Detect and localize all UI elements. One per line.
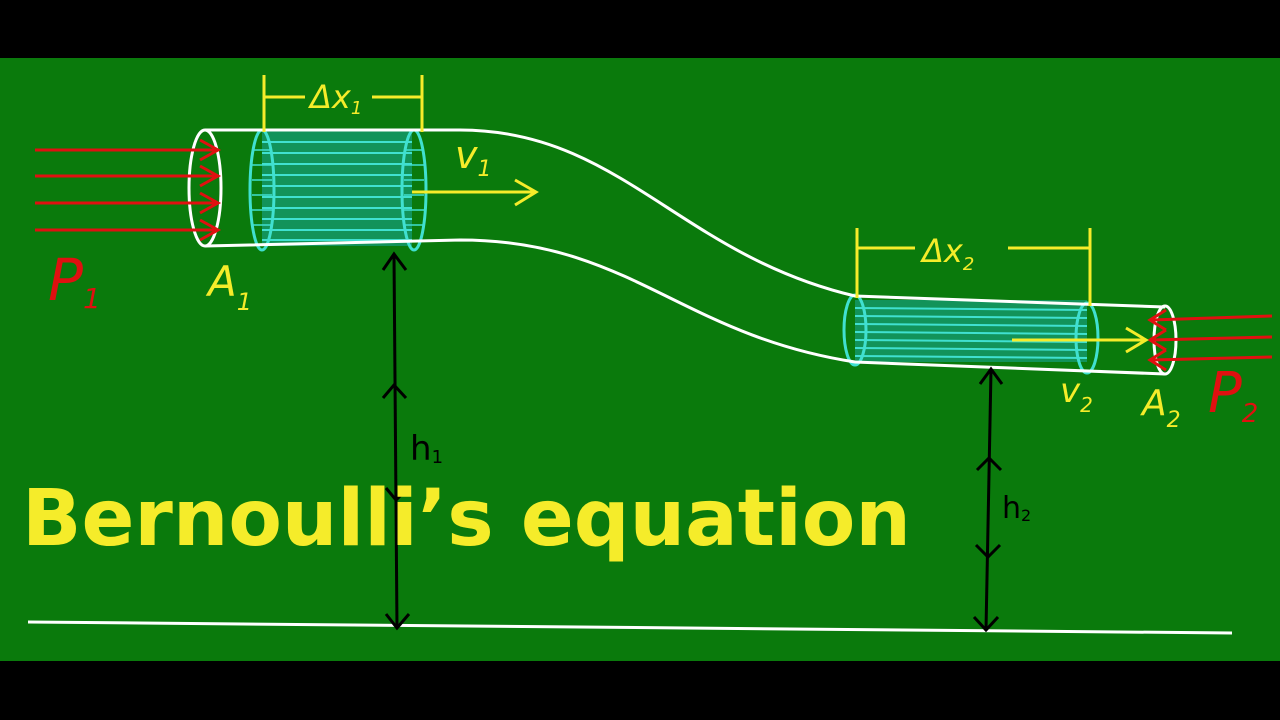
pipe-inlet-opening — [187, 128, 223, 248]
height-arrow-1 — [381, 251, 411, 631]
label-a1: A1 — [205, 257, 252, 316]
velocity-arrow-1 — [412, 178, 539, 207]
fluid-element-1 — [248, 128, 428, 252]
label-h1: h1 — [410, 429, 443, 469]
pressure-arrows-left — [35, 138, 222, 242]
label-p1: P1 — [48, 246, 101, 315]
label-dx1: Δx1 — [307, 78, 362, 119]
diagram-title: Bernoulli’s equation — [22, 474, 911, 564]
pressure-arrows-right — [1147, 308, 1273, 372]
label-h2: h2 — [1002, 491, 1031, 526]
ground-line — [27, 620, 1233, 635]
label-p2: P2 — [1208, 361, 1258, 429]
label-a2: A2 — [1140, 383, 1181, 433]
pipe-top-wall — [205, 128, 1166, 309]
pipe-bottom-wall — [204, 238, 1166, 376]
pipe — [187, 128, 1178, 376]
dx1-bracket — [262, 75, 424, 132]
label-v1: v1 — [455, 133, 492, 182]
fluid-element-2 — [842, 293, 1100, 375]
dx2-bracket — [855, 228, 1092, 306]
velocity-arrow-2 — [1012, 326, 1149, 354]
label-dx2: Δx2 — [919, 232, 974, 275]
label-v2: v2 — [1060, 371, 1093, 417]
height-arrow-2 — [972, 366, 1004, 633]
